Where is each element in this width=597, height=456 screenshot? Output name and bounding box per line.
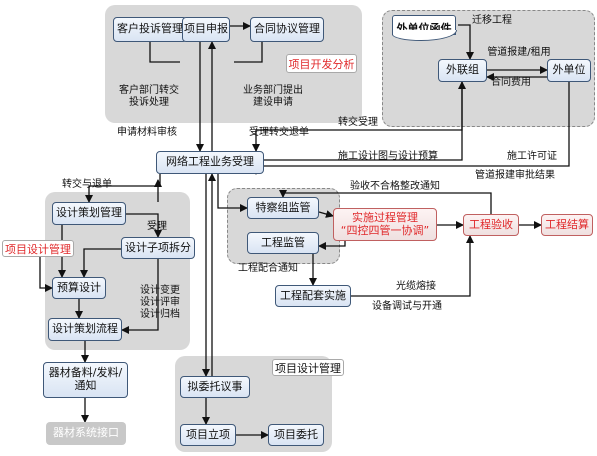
- label-business-dept-request: 业务部门提出 建设申请: [238, 85, 308, 109]
- node-process-mgmt[interactable]: 实施过程管理 “四控四管一协调”: [333, 208, 437, 241]
- label-construction-drawing: 施工设计图与设计预算: [338, 151, 438, 162]
- arrow-supervision-to-process: [318, 210, 334, 218]
- node-supporting-impl[interactable]: 工程配套实施: [275, 285, 351, 307]
- label-design-change: 设计变更 设计评审 设计归档: [136, 285, 184, 321]
- arrow-split-to-flow: [121, 259, 159, 334]
- label-accept: 受理: [147, 221, 167, 232]
- arrow-supporting-to-acceptance: [351, 235, 474, 297]
- node-materials-line1: 器材备料/发料/: [48, 366, 123, 380]
- label-construction-permit: 施工许可证: [507, 151, 557, 162]
- doc-external-letter[interactable]: 外单位函件: [391, 15, 457, 41]
- label-accept-return: 受理转交退单: [249, 127, 309, 138]
- label-design-change-line2: 设计评审: [140, 297, 180, 308]
- arrow-acceptance-to-supervision: [279, 190, 492, 214]
- label-customer-dept-transfer-line2: 投诉处理: [129, 97, 169, 108]
- node-materials-interface[interactable]: 器材系统接口: [46, 422, 126, 445]
- arrow-business-to-outreach: [264, 81, 466, 161]
- node-budget-design[interactable]: 预算设计: [52, 277, 106, 299]
- node-planning-flow[interactable]: 设计策划流程: [48, 318, 122, 341]
- node-project-report[interactable]: 项目申报: [182, 17, 230, 42]
- node-customer-complaint[interactable]: 客户投诉管理: [113, 17, 187, 42]
- label-design-change-line1: 设计变更: [140, 285, 180, 296]
- label-business-dept-request-line1: 业务部门提出: [243, 85, 303, 96]
- label-design-change-line3: 设计归档: [140, 309, 180, 320]
- arrow-planning-to-split: [126, 213, 162, 238]
- arrow-process-to-engineering: [318, 241, 346, 250]
- node-materials-line2: 通知: [74, 379, 97, 392]
- label-transfer-accept: 转交受理: [338, 117, 378, 128]
- label-equipment-test: 设备调试与开通: [372, 301, 442, 312]
- node-process-mgmt-line2: “四控四管一协调”: [340, 223, 430, 237]
- node-outreach-group[interactable]: 外联组: [438, 59, 487, 82]
- tag-project-design-mgmt-bottom[interactable]: 项目设计管理: [272, 359, 344, 376]
- node-project-establish[interactable]: 项目立项: [180, 424, 236, 446]
- node-planning-mgmt[interactable]: 设计策划管理: [52, 202, 126, 225]
- node-engineering-settlement[interactable]: 工程结算: [541, 214, 593, 236]
- node-proposed-commission[interactable]: 拟委托议事: [180, 376, 250, 398]
- label-apply-material-review: 申请材料审核: [117, 127, 177, 138]
- node-external-unit[interactable]: 外单位: [547, 59, 591, 82]
- label-acceptance-rectify: 验收不合格整改通知: [350, 181, 440, 192]
- tag-project-design-mgmt[interactable]: 项目设计管理: [2, 240, 74, 257]
- node-supervision-group[interactable]: 特察组监管: [247, 197, 319, 219]
- arrow-split-to-budget: [80, 248, 121, 278]
- label-engineering-coop: 工程配合通知: [238, 263, 298, 274]
- tag-project-dev[interactable]: 项目开发分析: [286, 54, 357, 73]
- label-contract-fee: 合同费用: [491, 77, 531, 88]
- label-customer-dept-transfer-line1: 客户部门转交: [119, 85, 179, 96]
- arrow-tag-to-budget: [39, 257, 53, 292]
- arrow-doc-to-outreach: [458, 24, 474, 60]
- node-network-business[interactable]: 网络工程业务受理: [156, 151, 264, 174]
- label-pipe-approval-result: 管道报建审批结果: [475, 170, 555, 181]
- arrow-business-to-supervision: [217, 174, 248, 212]
- node-materials[interactable]: 器材备料/发料/ 通知: [43, 362, 128, 398]
- node-engineering-acceptance[interactable]: 工程验收: [463, 214, 519, 236]
- node-process-mgmt-line1: 实施过程管理: [352, 210, 418, 224]
- node-project-commission[interactable]: 项目委托: [268, 424, 324, 446]
- node-engineering-supervision[interactable]: 工程监管: [247, 232, 319, 254]
- label-transfer-return: 转交与退单: [62, 179, 112, 190]
- arrow-complaint-to-report: [149, 42, 180, 63]
- label-business-dept-request-line2: 建设申请: [253, 97, 293, 108]
- arrow-contract-to-report: [234, 42, 263, 63]
- node-sub-item-split[interactable]: 设计子项拆分: [121, 237, 195, 259]
- label-customer-dept-transfer: 客户部门转交 投诉处理: [113, 85, 185, 109]
- node-contract-agreement[interactable]: 合同协议管理: [250, 17, 324, 42]
- label-fiber-splice: 光缆熔接: [396, 281, 436, 292]
- label-transfer-project: 迁移工程: [472, 15, 512, 26]
- label-pipe-build-rent: 管道报建/租用: [487, 47, 551, 58]
